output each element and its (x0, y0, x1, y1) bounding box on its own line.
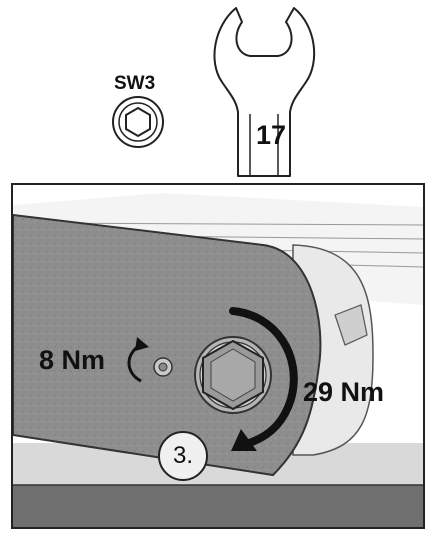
tools-drawing (112, 7, 316, 177)
rotate-arrow-icon (127, 337, 149, 383)
assembly-panel: 8 Nm 29 Nm 3. (11, 183, 425, 529)
bolt-torque: 29 Nm (303, 377, 385, 407)
hex-socket-icon (112, 96, 164, 148)
open-end-wrench-icon (213, 7, 316, 177)
wrench-size-label: 17 (256, 120, 287, 150)
assembly-drawing (13, 185, 423, 527)
hex-key-size-label: SW3 (114, 73, 156, 94)
step-number-badge: 3. (158, 431, 208, 481)
large-rotate-arrow-icon (229, 307, 298, 451)
hex-bolt (194, 336, 272, 414)
small-screw (153, 357, 173, 377)
tools-area: SW3 17 (0, 0, 435, 180)
small-screw-torque: 8 Nm (39, 345, 106, 375)
